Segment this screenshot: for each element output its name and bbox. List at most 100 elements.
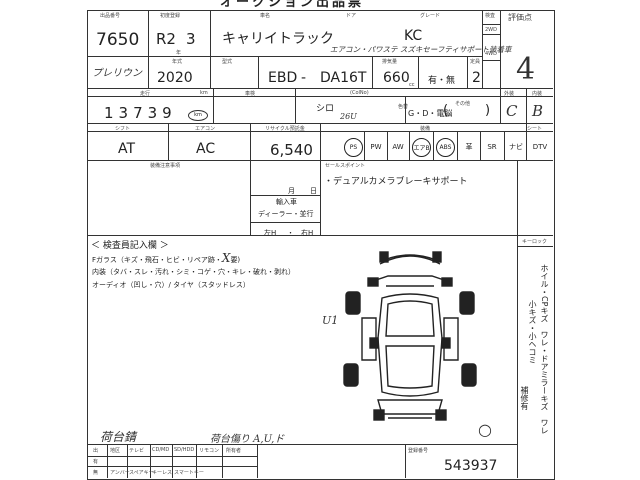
reg-era: R2 (156, 30, 176, 48)
exterior-label: 外装 (504, 91, 515, 97)
cc-unit: cc (409, 82, 415, 88)
car-name: キャリイトラック (222, 31, 334, 47)
paren-open: ( (443, 103, 449, 118)
sales-point: ・デュアルカメラブレーキサポート (324, 177, 468, 187)
car-diagram (343, 251, 477, 421)
interior-label: 内装 (532, 91, 543, 97)
model-prefix: EBD (268, 70, 298, 86)
bottom-header-keyless: キーレス (152, 470, 173, 476)
handle-right: 右H (301, 229, 314, 237)
inspector-line1: Fガラス（キズ・飛石・ヒビ・リペア跡・X要) (92, 251, 241, 265)
equip-airbag: エアB (412, 138, 431, 157)
remarks-label: 装備注意事項 (150, 163, 181, 169)
inspection-label: 検査 (485, 13, 496, 19)
handwriting-circle: ○ (478, 420, 492, 439)
damage-notes-1: ホイル・CPキズ ワレ・ドアミラーキズ ワレ (540, 264, 549, 435)
car-name-label: 車名 (260, 13, 271, 19)
model-year: 2020 (157, 70, 193, 86)
ac-label: エアコン (195, 126, 216, 132)
seat-label: シート (527, 126, 543, 132)
dealer-type: ディーラー・並行 (258, 210, 314, 218)
record-month: 月 (288, 187, 295, 195)
bottom-row-label-2: 無 (93, 470, 99, 476)
ac-value: AC (196, 141, 216, 157)
lot-no: 7650 (96, 30, 140, 50)
first-reg-label: 初度登録 (160, 13, 181, 19)
displacement-label: 排気量 (382, 59, 398, 65)
grade-code: KC (404, 28, 423, 44)
color-change-label: 色替 (398, 104, 409, 110)
model-dash: - (301, 70, 307, 86)
fuel-flag: 有・無 (428, 76, 456, 86)
bottom-header-number: アンバー (110, 470, 130, 476)
flag-4wd: 4WD (485, 51, 497, 57)
model-code: DA16T (320, 70, 367, 86)
equip-leather: 革 (465, 143, 473, 151)
displacement: 660 (383, 70, 410, 86)
handwriting-bed-damage: 荷台傷り A,U,ド (210, 434, 285, 445)
sheet-title: オークション出品票 (220, 0, 365, 10)
flag-2wd: 2WD (485, 27, 497, 33)
score-label: 評価点 (508, 13, 532, 22)
reg-month: 3 (186, 30, 196, 48)
bottom-row-label-1: 出 (93, 448, 99, 454)
equipment-label: 装備 (420, 126, 431, 132)
capacity: 2 (472, 70, 481, 86)
shift-value: AT (118, 141, 136, 157)
equip-sr: SR (487, 143, 497, 151)
bottom-header-spare: スペアキー (129, 470, 154, 476)
color-code: 26U (340, 112, 357, 121)
shift-label: シフト (115, 126, 131, 132)
grade-label: グレード (420, 13, 441, 19)
capacity-label: 定員 (470, 59, 481, 65)
mileage-unit-top: km (200, 90, 208, 96)
equip-abs: ABS (436, 138, 455, 157)
handle-sep: ・ (287, 229, 294, 237)
damage-notes-2: 小キズ・小ヘコミ (528, 300, 537, 364)
mileage-value: 13739 (104, 104, 177, 122)
keylock-label: キーロック (522, 239, 548, 245)
reg-number-label: 登録番号 (408, 448, 429, 454)
equip-ps: PS (344, 138, 363, 157)
inspector-line3: オーディオ（凹し・穴）/ タイヤ（スタッドレス） (92, 281, 250, 289)
inspector-heading: ＜ 検査員記入欄 ＞ (91, 241, 169, 251)
paren-close: ) (485, 103, 491, 118)
grade-description: エアコン・パワステ スズキセーフティサポート装着車 (330, 45, 512, 54)
inspect-label: 車検 (245, 91, 256, 97)
bottom-header-tv: テレビ (129, 448, 145, 454)
bottom-header-sdhdd: SD/HDD (174, 447, 195, 453)
bottom-header-region: 地区 (110, 448, 121, 454)
bottom-header-cdmd: CD/MD (152, 447, 170, 453)
handwriting-u1: U1 (322, 314, 339, 327)
recycle-value: 6,540 (270, 141, 313, 159)
mileage-label: 走行 (140, 91, 151, 97)
handle-left: 左H (264, 229, 277, 237)
inspector-line2: 内装（タバ・スレ・汚れ・シミ・コゲ・穴・キレ・破れ・剥れ） (92, 268, 295, 276)
equip-nav: ナビ (509, 143, 523, 151)
bottom-header-remote: リモコン (199, 448, 220, 454)
score-value: 4 (516, 52, 536, 87)
equip-aw: AW (392, 143, 404, 151)
year-label: 年式 (172, 59, 183, 65)
handwriting-rust: 荷台錆 (100, 430, 137, 444)
door-label: ドア (346, 13, 357, 19)
record-day: 日 (310, 187, 317, 195)
bottom-owner-label: 所有者 (226, 448, 242, 454)
bottom-header-smart: スマートキー (174, 470, 204, 476)
era-sub: 年 (176, 50, 182, 56)
equip-dtv: DTV (532, 143, 548, 151)
pressure-note: プレリウン (92, 68, 142, 79)
stock-number: 543937 (444, 458, 498, 474)
sales-point-label: セールスポイント (325, 163, 366, 169)
color-label: (ColNo) (350, 90, 369, 96)
interior-grade: B (532, 102, 544, 120)
color-value: シロ (316, 104, 335, 114)
recycle-label: リサイクル預託金 (265, 126, 305, 132)
other-label: その他 (455, 101, 471, 107)
plate-type: G・D・電脳 (408, 109, 453, 118)
model-label: 型式 (222, 59, 233, 65)
record-import: 輸入車 (276, 198, 297, 206)
bottom-item-yes: 有 (93, 459, 99, 465)
exterior-grade: C (506, 102, 518, 120)
equip-pw: PW (370, 143, 382, 151)
